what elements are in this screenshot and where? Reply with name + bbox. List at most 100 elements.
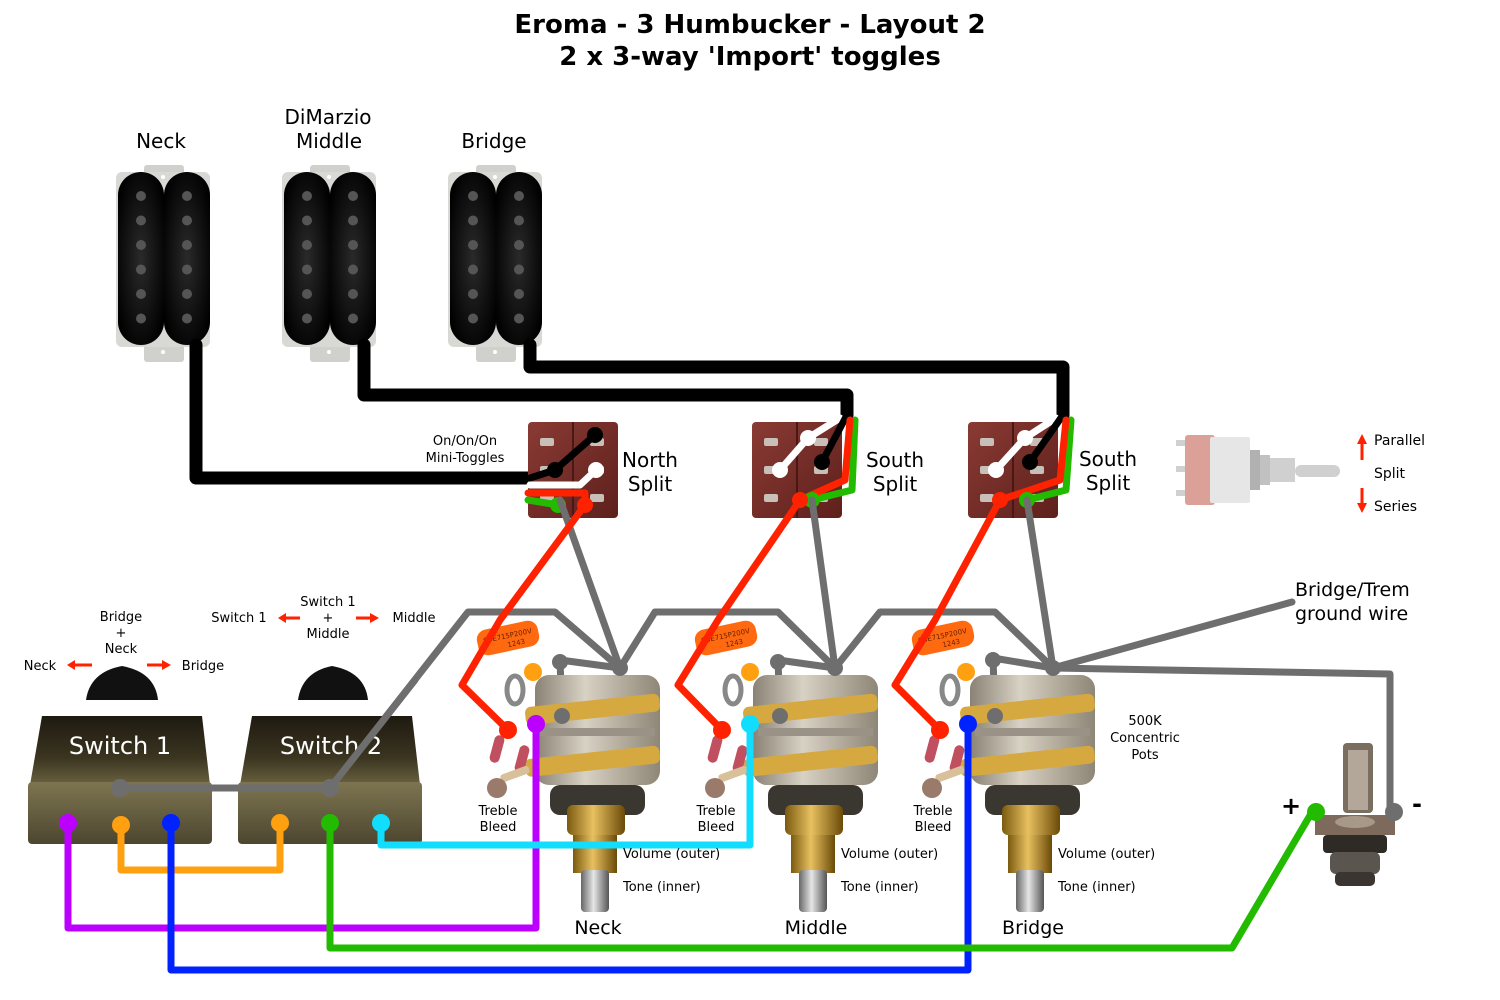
switch-1-right: Bridge bbox=[182, 659, 224, 674]
legend-series: Series bbox=[1374, 499, 1417, 515]
ground-node bbox=[772, 708, 788, 724]
tone-inner-label: Tone (inner) bbox=[1057, 880, 1136, 895]
switch-2-center-1: Switch 1 bbox=[300, 595, 355, 610]
switch-1-left: Neck bbox=[24, 659, 57, 674]
output-jack bbox=[1315, 743, 1395, 886]
mini-toggle-3[interactable] bbox=[968, 422, 1058, 518]
blue-solder-node bbox=[959, 715, 977, 733]
red-wire-neck bbox=[458, 501, 589, 734]
jack-tip-node bbox=[1307, 803, 1325, 821]
toggle-south-split-2-label-1: South bbox=[1079, 447, 1137, 471]
ground-wire-label-1: Bridge/Trem bbox=[1295, 579, 1410, 601]
red-solder-node bbox=[499, 721, 517, 739]
title-line-1: Eroma - 3 Humbucker - Layout 2 bbox=[514, 10, 985, 40]
cyan-solder-node bbox=[372, 814, 390, 832]
blue-wire bbox=[167, 722, 972, 974]
treble-bleed-label-1: Treble bbox=[913, 804, 953, 819]
treble-bleed-label-2: Bleed bbox=[915, 820, 952, 835]
green-solder-node bbox=[321, 814, 339, 832]
tone-inner-label: Tone (inner) bbox=[622, 880, 701, 895]
ground-wire-label-2: ground wire bbox=[1295, 603, 1408, 625]
pots-caption-1: 500K bbox=[1128, 714, 1162, 729]
red-solder-node bbox=[713, 721, 731, 739]
jack-minus-label: - bbox=[1412, 790, 1422, 818]
ground-node bbox=[1045, 660, 1061, 676]
red-wire-bridge bbox=[891, 496, 1004, 734]
ground-node bbox=[554, 708, 570, 724]
ground-wire-south-toggle-1 bbox=[808, 496, 839, 672]
cyan-solder-node bbox=[741, 715, 759, 733]
green-wire bbox=[326, 808, 1316, 952]
ground-wire-bridge-trem bbox=[1049, 598, 1296, 672]
ground-node bbox=[612, 660, 628, 676]
purple-solder-node bbox=[59, 814, 77, 832]
treble-bleed-label-1: Treble bbox=[478, 804, 518, 819]
pickup-middle-brand-label: DiMarzio bbox=[285, 105, 372, 129]
switch-1-center-3: Neck bbox=[105, 642, 138, 657]
orange-wire bbox=[117, 819, 284, 874]
purple-wire bbox=[64, 722, 540, 932]
legend-toggle-image bbox=[1176, 435, 1340, 505]
jack-sleeve-node bbox=[1385, 803, 1403, 821]
arrowhead-right-icon bbox=[370, 613, 379, 623]
ground-node bbox=[321, 779, 339, 797]
treble-bleed-label-2: Bleed bbox=[698, 820, 735, 835]
jack-plus-label: + bbox=[1281, 792, 1301, 820]
purple-solder-node bbox=[527, 715, 545, 733]
pickup-middle-label: Middle bbox=[296, 129, 362, 153]
toggle-wiring-2 bbox=[772, 411, 859, 508]
humbucker-pickup-neck bbox=[116, 165, 210, 362]
legend-split: Split bbox=[1374, 466, 1406, 482]
arrowhead-right-icon bbox=[162, 660, 171, 670]
treble-bleed-label-2: Bleed bbox=[480, 820, 517, 835]
tone-inner-label: Tone (inner) bbox=[840, 880, 919, 895]
toggle-north-split-label-2: Split bbox=[628, 472, 673, 496]
switch-2-center-3: Middle bbox=[307, 627, 350, 642]
switch-2-center-2: + bbox=[323, 611, 334, 626]
arrowhead-left-icon bbox=[67, 660, 75, 670]
mini-toggles-caption-2: Mini-Toggles bbox=[426, 451, 505, 466]
ground-node bbox=[770, 654, 786, 670]
toggle-south-split-2-label-2: Split bbox=[1086, 471, 1131, 495]
cap-code: 1243 bbox=[507, 638, 526, 650]
pot-name-label: Neck bbox=[574, 917, 621, 939]
switch-1-center-1: Bridge bbox=[100, 610, 142, 625]
humbucker-pickup-bridge bbox=[448, 165, 542, 362]
red-wire-middle bbox=[674, 496, 804, 734]
title-line-2: 2 x 3-way 'Import' toggles bbox=[559, 42, 941, 72]
volume-outer-label: Volume (outer) bbox=[841, 847, 938, 862]
ground-node bbox=[552, 654, 568, 670]
volume-outer-label: Volume (outer) bbox=[1058, 847, 1155, 862]
mini-toggles-caption-1: On/On/On bbox=[433, 434, 497, 449]
orange-lug-node bbox=[741, 663, 759, 681]
switch-1-center-2: + bbox=[116, 626, 127, 641]
cap-code: 1243 bbox=[725, 638, 744, 650]
pickup-bridge-label: Bridge bbox=[461, 129, 526, 153]
bridge-pickup-lead bbox=[523, 338, 1070, 422]
switch-1-label: Switch 1 bbox=[69, 732, 171, 760]
cyan-wire bbox=[377, 722, 754, 849]
legend-parallel: Parallel bbox=[1374, 433, 1425, 449]
toggle-north-split-label-1: North bbox=[622, 448, 678, 472]
pickup-neck-label: Neck bbox=[136, 129, 186, 153]
series-arrowhead-icon bbox=[1357, 503, 1367, 513]
switch-2-left: Switch 1 bbox=[211, 611, 266, 626]
humbucker-pickup-middle bbox=[282, 165, 376, 362]
ground-node bbox=[111, 779, 129, 797]
ground-wire-jack bbox=[1049, 664, 1394, 816]
pot-name-label: Middle bbox=[785, 917, 848, 939]
orange-lug-node bbox=[524, 663, 542, 681]
ground-node bbox=[987, 708, 1003, 724]
pots-caption-3: Pots bbox=[1131, 748, 1158, 763]
ground-node bbox=[985, 652, 1001, 668]
neck-pickup-lead bbox=[189, 338, 537, 485]
middle-pickup-lead bbox=[357, 338, 854, 422]
ground-node bbox=[827, 660, 843, 676]
treble-bleed-label-1: Treble bbox=[696, 804, 736, 819]
orange-solder-node bbox=[112, 816, 130, 834]
switch-2-right: Middle bbox=[393, 611, 436, 626]
toggle-south-split-1-label-1: South bbox=[866, 448, 924, 472]
